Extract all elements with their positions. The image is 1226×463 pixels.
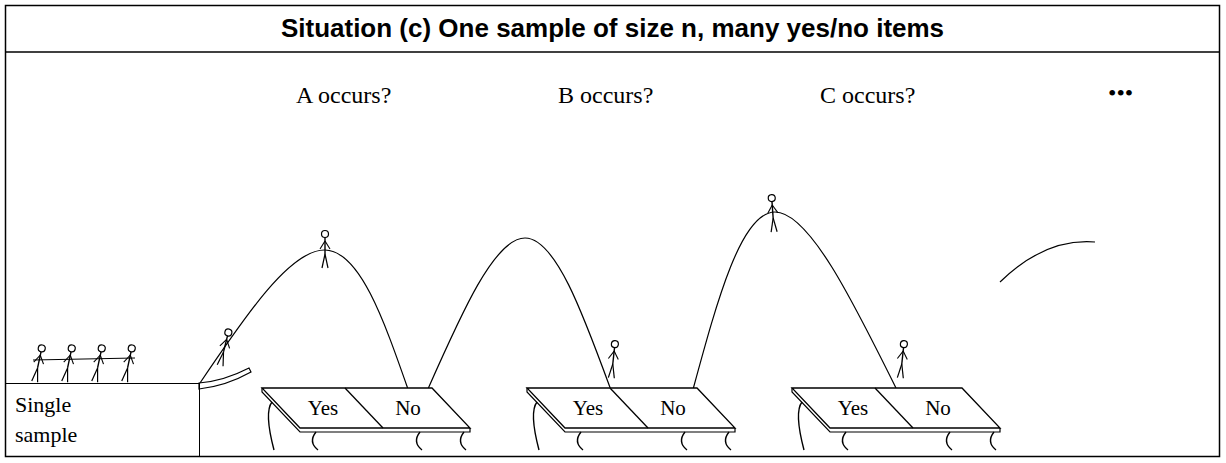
jumper-figure [767,194,780,232]
trampoline-bed [262,388,470,428]
jump-trajectory [693,212,896,388]
continuation-dots: ••• [1108,78,1133,108]
runner-figure [30,344,48,383]
yes-no-trampoline: Yes No [262,388,470,428]
jump-trajectory [428,238,610,388]
answer-label: Yes [308,388,339,428]
answer-label: Yes [838,388,869,428]
answer-slot: Yes [285,388,361,428]
trampoline-leg [990,432,996,450]
trampoline-shape [262,388,470,428]
diagram-title: Situation (c) One sample of size n, many… [5,10,1220,46]
yes-no-divider [875,388,913,428]
trampoline-bed [527,388,735,428]
answer-slot: Yes [815,388,891,428]
answer-slot: No [370,388,446,428]
diver-figure [215,328,234,367]
jumper-figure [895,340,909,378]
diving-board [199,368,251,389]
runner-figure [120,344,138,383]
answer-slot: No [900,388,976,428]
runner-figure [60,344,78,383]
outer-frame [6,6,1220,457]
yes-no-divider [610,388,648,428]
answer-label: Yes [573,388,604,428]
trampoline-leg [725,432,731,450]
answer-label: No [925,388,951,428]
trampoline-leg [416,432,422,450]
event-question: A occurs? [296,80,391,110]
yes-no-trampoline: Yes No [792,388,1000,428]
event-question: C occurs? [820,80,915,110]
event-question: B occurs? [558,80,653,110]
title-divider [6,51,1220,53]
answer-label: No [660,388,686,428]
trampoline-bed [792,388,1000,428]
jumper-figure [320,231,330,269]
runner-figure [90,344,108,383]
trampoline-edge [527,388,735,432]
trampoline-leg [312,432,318,450]
sample-platform: Single sample [5,383,200,457]
trampoline-edge [792,388,1000,432]
trampoline-leg [681,432,687,450]
jump-trajectory [200,250,408,388]
trampoline-leg [533,402,539,450]
answer-label: No [395,388,421,428]
answer-slot: No [635,388,711,428]
yes-no-trampoline: Yes No [527,388,735,428]
jumper-figure [606,340,620,378]
linked-arms [33,358,135,360]
trampoline-leg [460,432,466,450]
trampoline-edge [262,388,470,432]
trampoline-shape [792,388,1000,428]
trampoline-leg [842,432,848,450]
trampoline-leg [798,402,804,450]
trajectory-arc [1000,242,1095,282]
trampoline-shape [527,388,735,428]
trampoline-leg [577,432,583,450]
platform-label: Single sample [5,384,105,450]
yes-no-divider [345,388,383,428]
answer-slot: Yes [550,388,626,428]
trampoline-leg [946,432,952,450]
trampoline-leg [268,402,274,450]
